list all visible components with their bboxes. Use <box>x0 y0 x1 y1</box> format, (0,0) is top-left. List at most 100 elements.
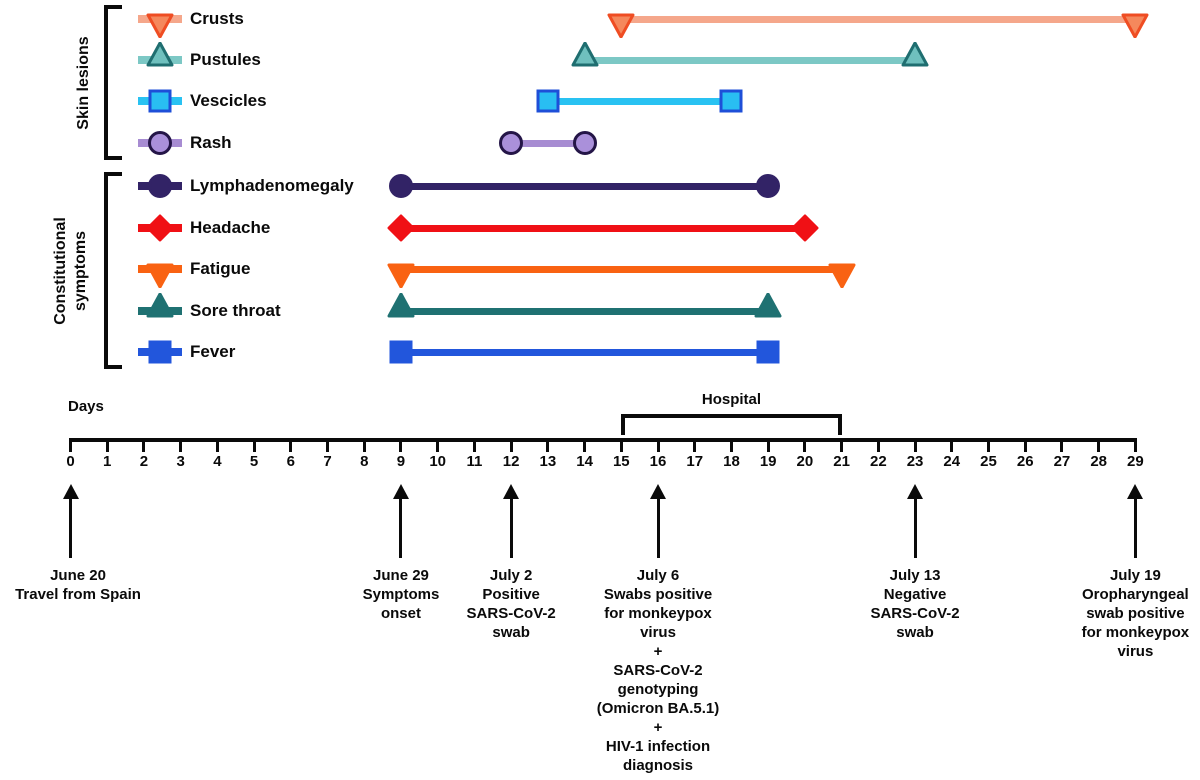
event-label-line: for monkeypox <box>1081 624 1190 641</box>
axis-tick-label-8: 8 <box>360 453 369 470</box>
event-day-9-arrow-shaft <box>399 497 403 558</box>
axis-tick-25 <box>987 438 990 452</box>
fever-start-marker <box>387 338 415 366</box>
axis-tick-label-22: 22 <box>869 453 887 470</box>
axis-tick-label-28: 28 <box>1090 453 1107 470</box>
event-label-line: (Omicron BA.5.1) <box>596 700 720 717</box>
event-label-line: June 20 <box>50 567 106 584</box>
hospital-bracket-bar <box>621 414 842 418</box>
event-label-line: Oropharyngeal <box>1082 586 1189 603</box>
axis-tick-label-17: 17 <box>686 453 704 470</box>
event-label-line: diagnosis <box>623 757 694 774</box>
event-day-29-arrow-shaft <box>1133 497 1137 558</box>
series-bar-sore-throat <box>400 308 769 315</box>
crusts-start-marker <box>607 10 635 39</box>
legend-label-rash: Rash <box>190 133 232 152</box>
event-label-line: swab <box>896 624 934 641</box>
bracket-constitutional-symptoms-spine <box>104 172 108 369</box>
legend-vescicles-marker-icon <box>146 87 174 115</box>
legend-rash-marker-icon <box>146 129 174 157</box>
series-bar-crusts <box>621 16 1136 23</box>
axis-tick-label-10: 10 <box>429 453 447 470</box>
event-label-line: July 19 <box>1109 567 1161 584</box>
crusts-end-marker <box>1121 10 1149 39</box>
axis-tick-27 <box>1060 438 1064 452</box>
event-day-23-arrow-icon <box>907 484 924 499</box>
bracket-skin-lesions-top-arm <box>104 5 122 9</box>
event-label-line: onset <box>380 605 421 622</box>
rash-start-marker <box>497 129 525 157</box>
lymphadenomegaly-start-marker <box>387 172 415 200</box>
axis-tick-14 <box>583 438 587 452</box>
axis-tick-2 <box>142 438 146 452</box>
event-label-line: genotyping <box>617 681 699 698</box>
axis-tick-label-13: 13 <box>539 453 557 470</box>
event-label-line: SARS-CoV-2 <box>466 605 556 622</box>
event-label-line: Travel from Spain <box>15 586 141 603</box>
event-label-line: virus <box>640 624 676 641</box>
axis-tick-label-25: 25 <box>980 453 997 470</box>
bracket-constitutional-symptoms-top-arm <box>104 172 122 176</box>
event-day-23-arrow-shaft <box>913 497 917 558</box>
axis-tick-24 <box>950 438 954 452</box>
event-label-line: SARS-CoV-2 <box>870 605 960 622</box>
axis-tick-label-7: 7 <box>323 453 332 470</box>
series-bar-fatigue <box>400 266 842 273</box>
vescicles-end-marker <box>717 87 745 115</box>
legend-lymphadenomegaly-marker-icon <box>146 172 174 200</box>
event-day-29-label: July 19 Oropharyngeal swab positive for mon… <box>1043 566 1200 661</box>
event-day-16-arrow-icon <box>650 484 667 499</box>
event-label-line: virus <box>1117 643 1154 660</box>
event-label-line: Positive <box>482 586 540 603</box>
hospital-bracket-right-drop <box>837 414 842 435</box>
axis-tick-5 <box>252 438 256 452</box>
event-label-line: Symptoms <box>362 586 440 603</box>
lymphadenomegaly-end-marker <box>754 172 782 200</box>
axis-tick-label-16: 16 <box>649 453 667 470</box>
event-label-line: for monkeypox <box>604 605 712 622</box>
bracket-skin-lesions-spine <box>104 5 108 160</box>
event-label-line: swab positive <box>1086 605 1185 622</box>
legend-label-vescicles: Vescicles <box>190 91 267 110</box>
axis-tick-label-12: 12 <box>502 453 520 470</box>
axis-tick-label-20: 20 <box>796 453 814 470</box>
axis-tick-17 <box>693 438 697 452</box>
axis-tick-9 <box>399 438 403 452</box>
legend-label-fever: Fever <box>190 342 236 361</box>
legend-label-lymphadenomegaly: Lymphadenomegaly <box>190 176 354 195</box>
series-bar-headache <box>400 225 805 232</box>
axis-tick-label-26: 26 <box>1016 453 1034 470</box>
axis-tick-label-23: 23 <box>906 453 924 470</box>
axis-tick-7 <box>326 438 330 452</box>
headache-end-marker <box>791 214 819 242</box>
axis-tick-18 <box>729 438 733 452</box>
event-label-line: swab <box>492 624 530 641</box>
axis-title: Days <box>68 398 104 415</box>
event-day-29-arrow-icon <box>1127 484 1144 499</box>
event-label-line: June 29 <box>373 567 429 584</box>
pustules-start-marker <box>571 41 599 70</box>
axis-tick-19 <box>766 438 770 452</box>
axis-tick-label-21: 21 <box>833 453 850 470</box>
axis-tick-label-18: 18 <box>723 453 740 470</box>
axis-tick-23 <box>913 438 917 452</box>
axis-tick-22 <box>876 438 880 452</box>
event-label-line: July 13 <box>889 567 941 584</box>
event-label-line: + <box>653 643 663 660</box>
axis-tick-label-24: 24 <box>943 453 961 470</box>
axis-tick-10 <box>436 438 440 452</box>
hospital-label: Hospital <box>701 391 762 408</box>
axis-tick-1 <box>105 438 109 452</box>
axis-tick-29 <box>1133 438 1137 452</box>
legend-crusts-marker-icon <box>146 10 174 39</box>
legend-fatigue-marker-icon <box>146 260 174 289</box>
legend-label-fatigue: Fatigue <box>190 259 251 278</box>
axis-tick-label-5: 5 <box>249 453 259 470</box>
